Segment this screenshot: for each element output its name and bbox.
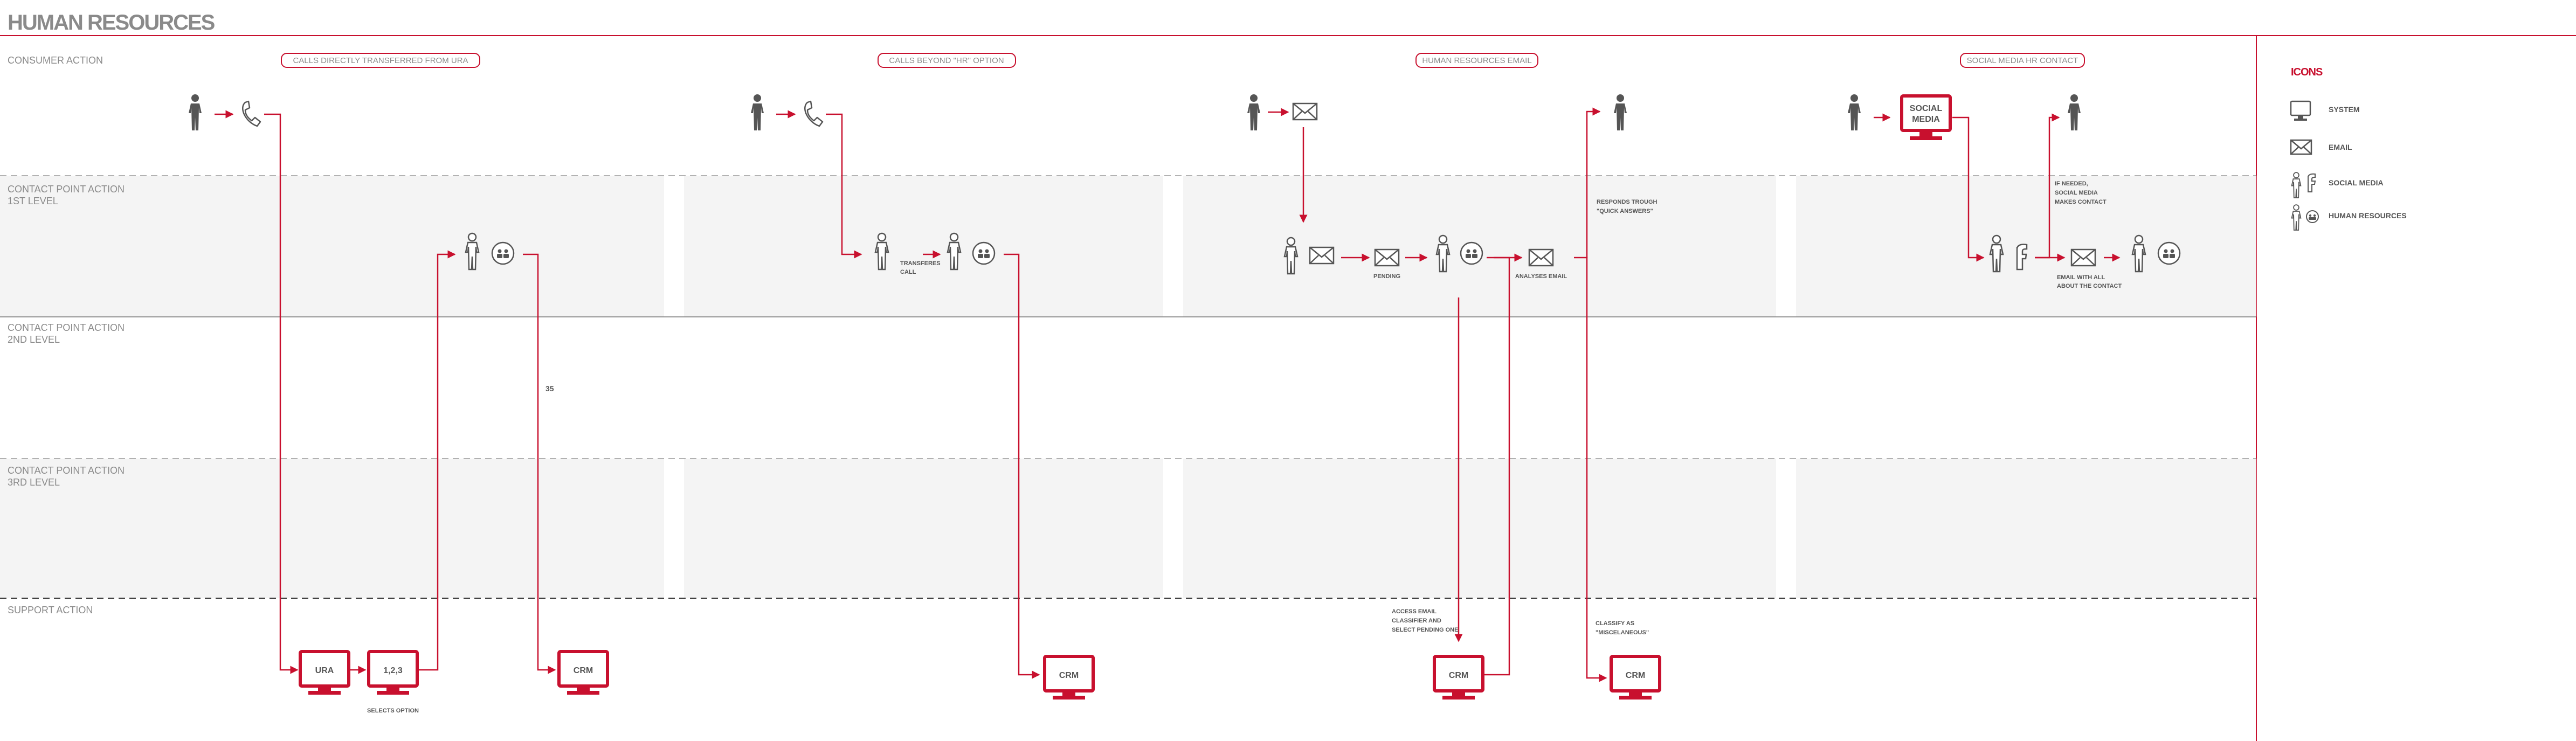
social-media-icon (2291, 172, 2316, 198)
scenario-pill-1: CALLS DIRECTLY TRANSFERRED FROM URA (281, 53, 480, 68)
svg-text:SELECT PENDING ONE: SELECT PENDING ONE (1392, 627, 1458, 633)
consumer-person-icon (1247, 94, 1260, 130)
svg-text:ANALYSES EMAIL: ANALYSES EMAIL (1515, 273, 1567, 280)
page-title: HUMAN RESOURCES (8, 11, 215, 34)
facebook-icon (2016, 244, 2028, 271)
legend-social-label: SOCIAL MEDIA (2329, 178, 2384, 187)
svg-text:"QUICK ANSWERS": "QUICK ANSWERS" (1597, 208, 1653, 214)
human-resources-icon (491, 241, 515, 265)
row-cp3-a: CONTACT POINT ACTION (8, 465, 125, 476)
svg-text:CRM: CRM (1449, 671, 1468, 680)
row-cp2-b: 2ND LEVEL (8, 334, 60, 345)
legend-title: ICONS (2291, 66, 2323, 78)
svg-text:CLASSIFIER AND: CLASSIFIER AND (1392, 618, 1441, 624)
scenario-pill-3: HUMAN RESOURCES EMAIL (1415, 53, 1538, 68)
analysed-email-icon (1528, 248, 1554, 267)
svg-text:IF NEEDED,: IF NEEDED, (2055, 181, 2088, 187)
svg-text:CLASSIFY AS: CLASSIFY AS (1596, 620, 1634, 627)
consumer-person-icon (751, 94, 764, 130)
consumer-person-icon (1848, 94, 1861, 130)
row-consumer: CONSUMER ACTION (8, 55, 103, 66)
consumer-person-icon (189, 94, 202, 130)
svg-text:35: 35 (545, 384, 554, 393)
email-icon (2290, 139, 2312, 155)
email-icon (1292, 102, 1318, 121)
svg-text:EMAIL WITH ALL: EMAIL WITH ALL (2057, 274, 2105, 281)
svg-text:RESPONDS TROUGH: RESPONDS TROUGH (1597, 199, 1658, 205)
row-cp1-a: CONTACT POINT ACTION (8, 184, 125, 195)
row-support: SUPPORT ACTION (8, 605, 93, 615)
svg-text:1,2,3: 1,2,3 (383, 666, 403, 675)
row-cp1-b: 1ST LEVEL (8, 196, 58, 206)
human-resources-icon (2291, 204, 2319, 231)
pending-email-icon (1374, 248, 1400, 267)
svg-text:"MISCELANEOUS": "MISCELANEOUS" (1596, 629, 1649, 636)
email-icon (2070, 248, 2096, 267)
svg-text:PENDING: PENDING (1373, 273, 1400, 280)
svg-text:CALLS BEYOND "HR" OPTION: CALLS BEYOND "HR" OPTION (889, 56, 1004, 65)
human-resources-icon (2157, 241, 2181, 265)
phone-icon (804, 100, 824, 127)
row-cp2-a: CONTACT POINT ACTION (8, 322, 125, 333)
svg-text:CALLS DIRECTLY TRANSFERRED FRO: CALLS DIRECTLY TRANSFERRED FROM URA (293, 56, 468, 65)
svg-text:SELECTS OPTION: SELECTS OPTION (367, 708, 419, 714)
svg-text:MAKES CONTACT: MAKES CONTACT (2055, 199, 2107, 205)
svg-text:TRANSFERES: TRANSFERES (900, 260, 941, 267)
bands (0, 176, 2256, 598)
svg-text:SOCIAL MEDIA: SOCIAL MEDIA (2055, 190, 2098, 196)
email-icon (1309, 246, 1335, 265)
legend-system-label: SYSTEM (2329, 105, 2360, 114)
svg-text:CALL: CALL (900, 269, 916, 275)
svg-text:SOCIAL MEDIA HR CONTACT: SOCIAL MEDIA HR CONTACT (1967, 56, 2078, 65)
social-media-system-icon: SOCIAL MEDIA (1900, 94, 1952, 140)
band-lines (0, 175, 2256, 599)
consumer-person-icon (2068, 94, 2081, 130)
scenario-pill-2: CALLS BEYOND "HR" OPTION (878, 53, 1016, 68)
phone-icon (242, 100, 261, 127)
human-resources-icon (1460, 241, 1483, 265)
svg-text:CRM: CRM (574, 666, 593, 675)
svg-text:ABOUT THE CONTACT: ABOUT THE CONTACT (2057, 283, 2122, 289)
svg-text:CRM: CRM (1626, 671, 1645, 680)
svg-text:URA: URA (315, 666, 334, 675)
svg-text:CRM: CRM (1059, 671, 1079, 680)
legend-hr-label: HUMAN RESOURCES (2329, 211, 2407, 220)
human-resources-icon (972, 241, 996, 265)
consumer-person-icon (1614, 94, 1627, 130)
svg-text:SOCIAL: SOCIAL (1910, 104, 1943, 113)
row-cp3-b: 3RD LEVEL (8, 477, 60, 488)
svg-text:HUMAN RESOURCES EMAIL: HUMAN RESOURCES EMAIL (1422, 56, 1531, 65)
svg-text:ACCESS EMAIL: ACCESS EMAIL (1392, 608, 1437, 615)
scenario-pill-4: SOCIAL MEDIA HR CONTACT (1960, 53, 2085, 68)
system-icon (2290, 100, 2311, 121)
svg-text:MEDIA: MEDIA (1912, 115, 1940, 124)
legend-email-label: EMAIL (2329, 143, 2352, 151)
